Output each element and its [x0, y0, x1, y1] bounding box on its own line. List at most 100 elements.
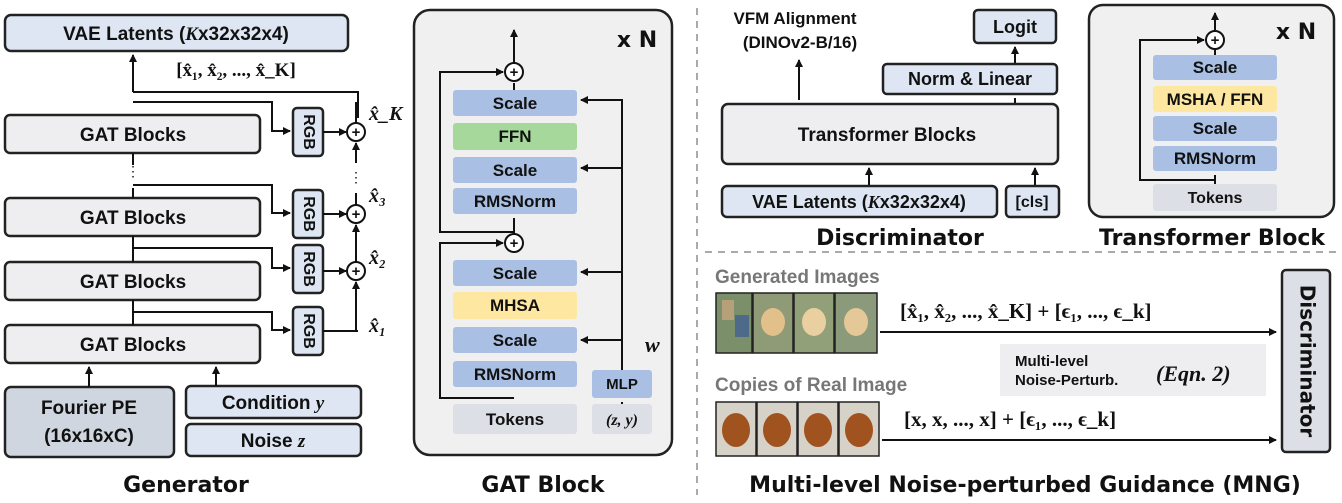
svg-text:RMSNorm: RMSNorm: [474, 192, 556, 211]
generated-image-strip: [715, 292, 878, 354]
gen-output-x2: x̂₂: [368, 247, 386, 269]
svg-text:+: +: [352, 263, 361, 280]
svg-text:Tokens: Tokens: [486, 410, 544, 429]
gat-mhsa: MHSA: [453, 292, 577, 319]
svg-text:MHSA: MHSA: [490, 296, 540, 315]
discriminator-title: Discriminator: [816, 226, 984, 251]
gat-ffn: FFN: [453, 123, 577, 150]
mng-title: Multi-level Noise-perturbed Guidance (MN…: [749, 473, 1301, 498]
tb-tokens: Tokens: [1153, 184, 1277, 211]
rgb-box-2: RGB: [291, 243, 325, 295]
gat-block-panel: x N + Scale FFN Scale RMSNorm + Scale MH…: [412, 8, 674, 498]
gat-block-title: GAT Block: [481, 473, 606, 498]
fourier-pe-box: Fourier PE (16x16xC): [3, 385, 176, 459]
svg-text:VAE Latents (Kx32x32x4): VAE Latents (Kx32x32x4): [752, 192, 966, 212]
gat-residual-add-lower: +: [504, 233, 524, 253]
gen-output-xk: x̂_K: [368, 103, 404, 125]
svg-text:Fourier PE: Fourier PE: [41, 398, 137, 419]
gen-vae-latents: VAE Latents (Kx32x32x4): [63, 24, 289, 45]
real-image-strip: [715, 401, 880, 457]
real-formula: [x, x, ..., x] + [ϵ₁, ..., ϵ_k]: [904, 407, 1116, 431]
svg-text:GAT Blocks: GAT Blocks: [80, 208, 186, 229]
svg-text:+: +: [510, 64, 519, 81]
svg-text:Tokens: Tokens: [1188, 190, 1243, 207]
disc-vae-latents: VAE Latents (Kx32x32x4): [720, 184, 999, 219]
gat-lower-scale-2: Scale: [453, 327, 577, 353]
disc-transformer-blocks: Transformer Blocks: [720, 102, 1060, 166]
gat-blocks-1: GAT Blocks: [3, 113, 262, 155]
svg-text:Logit: Logit: [993, 17, 1037, 37]
logit-box: Logit: [972, 8, 1058, 45]
mng-panel: Generated Images [x̂₁, x̂₂, ..., x̂_K] +…: [715, 267, 1332, 498]
svg-text:RGB: RGB: [300, 114, 317, 150]
transformer-block-panel: x N + Scale MSHA / FFN Scale RMSNorm Tok…: [1087, 3, 1336, 251]
gen-output-x1: x̂₁: [368, 315, 386, 337]
sum-node-2: +: [346, 261, 366, 281]
tb-repeat-label: x N: [1276, 20, 1316, 45]
gat-blocks-3: GAT Blocks: [3, 260, 262, 302]
svg-text:Transformer Blocks: Transformer Blocks: [798, 125, 976, 146]
svg-text:RGB: RGB: [300, 313, 317, 349]
tb-msha-ffn: MSHA / FFN: [1153, 86, 1277, 112]
gat-upper-scale-2: Scale: [453, 157, 577, 183]
generator-title: Generator: [123, 473, 249, 498]
svg-text:Multi-level: Multi-level: [1015, 353, 1088, 370]
noise-perturb-box: Multi-level Noise-Perturb. (Eqn. 2): [1000, 344, 1266, 396]
svg-text:Scale: Scale: [493, 94, 537, 113]
gat-blocks-2: GAT Blocks: [3, 196, 262, 238]
transformer-block-title: Transformer Block: [1099, 226, 1326, 251]
svg-text:MLP: MLP: [606, 376, 638, 393]
svg-text:⋮: ⋮: [126, 163, 140, 179]
svg-text:GAT Blocks: GAT Blocks: [80, 125, 186, 146]
sum-node-k: +: [346, 122, 366, 142]
svg-text:[cls]: [cls]: [1016, 194, 1049, 211]
noise-box: Noise z: [184, 422, 363, 458]
svg-text:FFN: FFN: [498, 127, 531, 146]
svg-text:Scale: Scale: [493, 161, 537, 180]
rgb-box-k: RGB: [291, 106, 325, 158]
rgb-box-1: RGB: [291, 305, 325, 357]
vfm-alignment-label: VFM Alignment: [733, 9, 856, 28]
svg-text:RMSNorm: RMSNorm: [474, 365, 556, 384]
gat-upper-rmsnorm: RMSNorm: [453, 188, 577, 214]
svg-text:(16x16xC): (16x16xC): [44, 426, 134, 447]
svg-text:RMSNorm: RMSNorm: [1174, 149, 1256, 168]
gat-repeat-label: x N: [617, 28, 657, 53]
svg-text:MSHA / FFN: MSHA / FFN: [1167, 90, 1264, 109]
gat-mlp: MLP: [592, 370, 652, 398]
gat-zy-input: (z, y): [592, 404, 652, 434]
svg-text:RGB: RGB: [300, 251, 317, 287]
tb-scale-1: Scale: [1153, 55, 1277, 80]
tb-residual-add: +: [1205, 30, 1225, 50]
svg-text:Discriminator: Discriminator: [1296, 285, 1320, 438]
discriminator-panel: VFM Alignment (DINOv2-B/16) Logit Norm &…: [720, 8, 1061, 251]
svg-text:GAT Blocks: GAT Blocks: [80, 335, 186, 356]
svg-text:Scale: Scale: [1193, 119, 1237, 138]
svg-text:Scale: Scale: [493, 264, 537, 283]
svg-text:GAT Blocks: GAT Blocks: [80, 272, 186, 293]
sum-node-3: +: [346, 204, 366, 224]
svg-text:RGB: RGB: [300, 196, 317, 232]
gat-lower-scale-1: Scale: [453, 260, 577, 286]
gat-upper-scale-1: Scale: [453, 90, 577, 116]
gen-output-x3: x̂₃: [368, 185, 386, 207]
gat-residual-add-upper: +: [504, 62, 524, 82]
svg-text:+: +: [1211, 32, 1220, 49]
tb-scale-2: Scale: [1153, 116, 1277, 141]
svg-text:Condition y: Condition y: [222, 393, 325, 414]
gat-tokens: Tokens: [453, 404, 577, 434]
svg-text:+: +: [352, 124, 361, 141]
gat-lower-rmsnorm: RMSNorm: [453, 361, 577, 387]
rgb-box-3: RGB: [291, 188, 325, 240]
tb-rmsnorm: RMSNorm: [1153, 146, 1277, 171]
svg-text:Norm & Linear: Norm & Linear: [908, 69, 1032, 89]
svg-text:+: +: [352, 206, 361, 223]
gen-output-list: [x̂₁, x̂₂, ..., x̂_K]: [176, 60, 296, 81]
svg-text:Scale: Scale: [1193, 58, 1237, 77]
vfm-model-label: (DINOv2-B/16): [743, 33, 857, 52]
condition-box: Condition y: [184, 384, 363, 420]
norm-linear-box: Norm & Linear: [881, 62, 1059, 96]
svg-text:(Eqn. 2): (Eqn. 2): [1156, 361, 1231, 386]
svg-text:Scale: Scale: [493, 331, 537, 350]
